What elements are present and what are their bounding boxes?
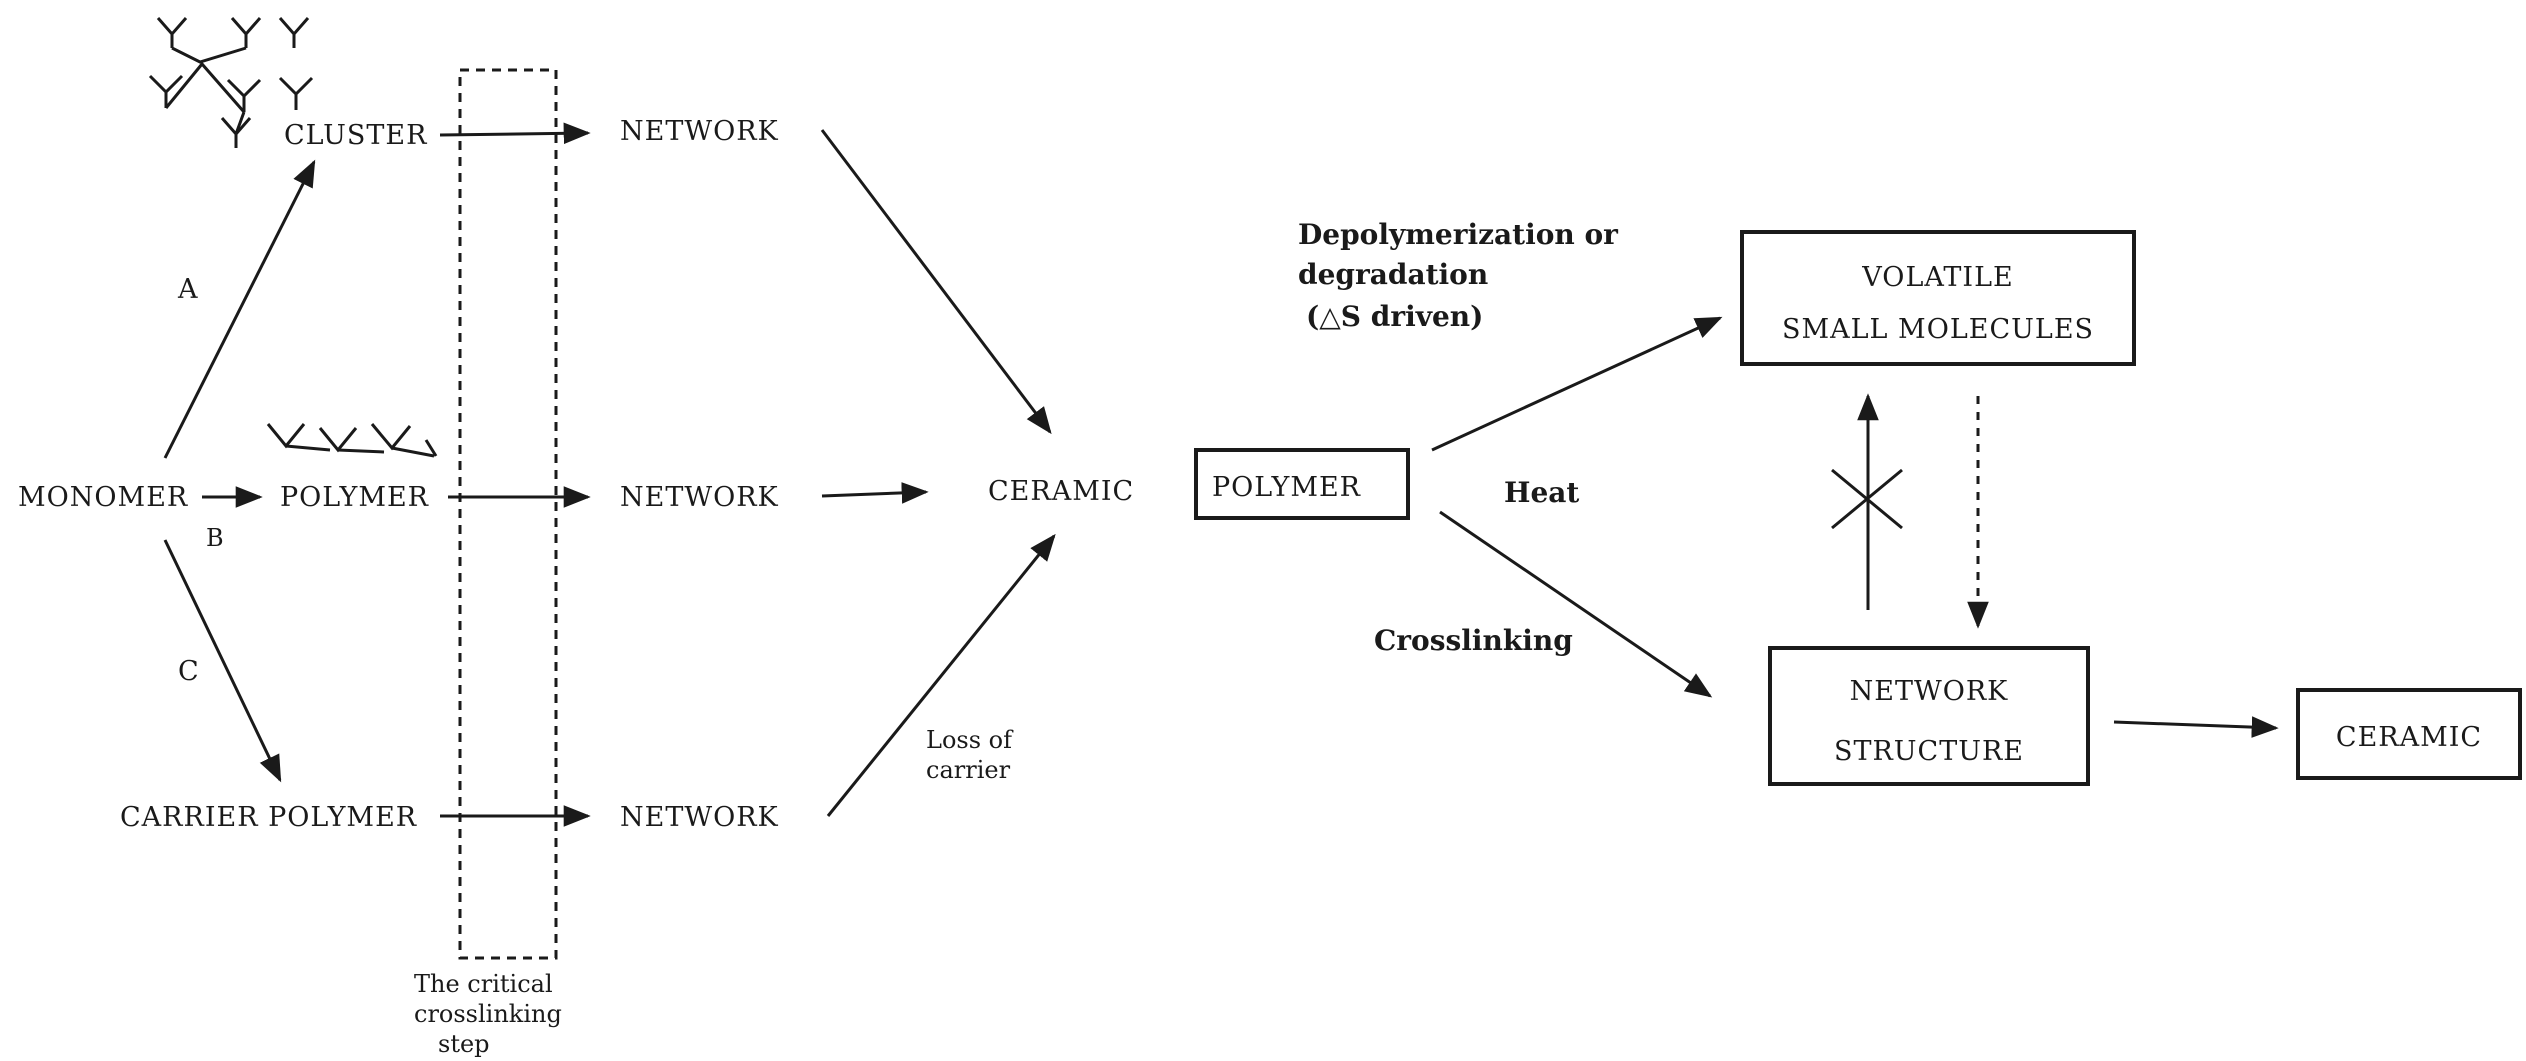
right-scheme: POLYMER Depolymerization or degradation …	[1194, 218, 2522, 786]
network-structure-line2: STRUCTURE	[1834, 736, 2024, 767]
network-bottom-label: NETWORK	[620, 802, 779, 833]
loss-of-carrier-line1: Loss of	[926, 726, 1014, 754]
volatile-line2: SMALL MOLECULES	[1782, 314, 2094, 345]
cluster-molecule-icon	[148, 17, 314, 148]
polymer-box	[1194, 448, 1410, 520]
critical-step-line2: crosslinking	[414, 1000, 562, 1028]
critical-step-line1: The critical	[414, 970, 553, 998]
network-structure-box	[1768, 646, 2090, 786]
loss-of-carrier-line2: carrier	[926, 756, 1011, 784]
arrow-cluster-to-network	[439, 122, 591, 145]
polymer-label: POLYMER	[280, 482, 429, 513]
volatile-line1: VOLATILE	[1861, 262, 2013, 293]
arrow-network-to-ceramic	[2113, 716, 2279, 738]
arrow-polymer-to-network	[1439, 510, 1713, 698]
cluster-label: CLUSTER	[284, 120, 427, 151]
ceramic-box	[2296, 688, 2522, 780]
depolymerization-line2: degradation	[1298, 258, 1488, 291]
ceramic-box-label: CERAMIC	[2336, 722, 2482, 753]
arrow-monomer-to-cluster	[163, 159, 316, 459]
critical-step-line3: step	[438, 1030, 490, 1058]
volatile-box	[1740, 230, 2136, 366]
monomer-label: MONOMER	[18, 482, 188, 513]
path-b-label: B	[206, 524, 224, 552]
path-a-label: A	[177, 274, 199, 305]
depolymerization-line1: Depolymerization or	[1298, 218, 1619, 251]
ceramic-label: CERAMIC	[988, 476, 1134, 507]
left-scheme: CLUSTER NETWORK A MONOMER POLYMER NETWOR…	[18, 17, 1134, 1058]
path-c-label: C	[178, 656, 200, 687]
blocked-cross-icon	[1831, 468, 1903, 530]
arrow-monomer-to-carrier	[163, 539, 282, 783]
crosslinking-label: Crosslinking	[1374, 624, 1573, 657]
carrier-polymer-label: CARRIER POLYMER	[120, 802, 417, 833]
network-structure-line1: NETWORK	[1850, 676, 2009, 707]
critical-crosslinking-box	[458, 68, 558, 960]
arrow-network-mid-to-ceramic	[821, 482, 929, 504]
polymer-box-label: POLYMER	[1212, 472, 1361, 503]
arrow-network-bottom-to-ceramic	[826, 533, 1056, 817]
network-mid-label: NETWORK	[620, 482, 779, 513]
network-top-label: NETWORK	[620, 116, 779, 147]
polymer-chain-icon	[266, 423, 438, 458]
heat-label: Heat	[1504, 476, 1579, 509]
arrow-network-top-to-ceramic	[820, 129, 1052, 435]
depolymerization-line3: (△S driven)	[1306, 300, 1483, 333]
arrow-polymer-to-volatile	[1431, 316, 1723, 452]
